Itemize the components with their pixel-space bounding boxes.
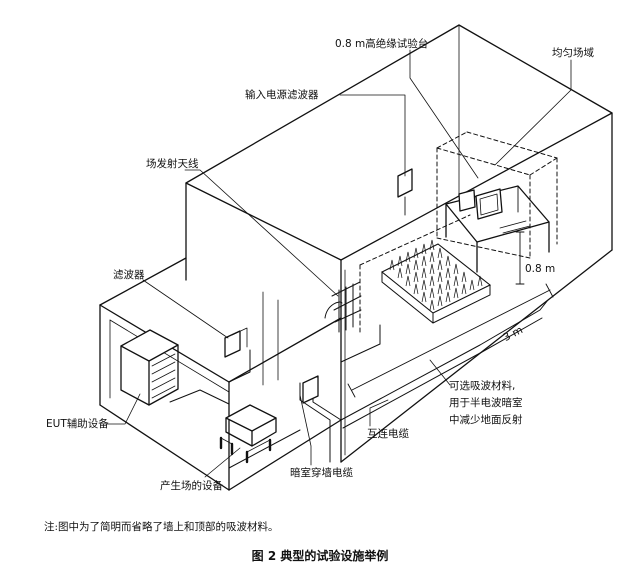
label-eut-auxiliary: EUT辅助设备 bbox=[46, 418, 109, 430]
leader-lines bbox=[105, 49, 572, 478]
label-height: 0.8 m bbox=[525, 263, 556, 275]
label-insulating-table: 0.8 m高绝缘试验台 bbox=[335, 38, 429, 50]
field-generator-equipment bbox=[219, 404, 277, 464]
label-field-antenna: 场发射天线 bbox=[146, 158, 199, 170]
anechoic-chamber bbox=[185, 24, 613, 463]
figure-note: 注:图中为了简明而省略了墙上和顶部的吸波材料。 bbox=[44, 521, 279, 533]
absorber-material bbox=[380, 239, 492, 324]
label-absorber-line-2: 用于半电波暗室 bbox=[449, 397, 523, 409]
input-power-filter bbox=[397, 168, 413, 216]
label-absorber-line-3: 中减少地面反射 bbox=[449, 414, 523, 426]
control-room bbox=[99, 257, 342, 491]
label-wall-cable: 暗室穿墙电缆 bbox=[290, 467, 353, 479]
label-filter: 滤波器 bbox=[113, 269, 145, 281]
label-uniform-field: 均匀场域 bbox=[552, 47, 594, 59]
label-field-generator: 产生场的设备 bbox=[160, 480, 223, 492]
distance-dimension bbox=[347, 283, 554, 398]
label-absorber-line-1: 可选吸波材料, bbox=[449, 380, 516, 392]
label-interconnect-cable: 互连电缆 bbox=[367, 428, 409, 440]
insulating-table bbox=[445, 185, 550, 273]
label-input-power-filter: 输入电源滤波器 bbox=[245, 89, 319, 101]
field-antenna bbox=[324, 281, 362, 333]
filter-boxes bbox=[224, 327, 319, 404]
height-dimension bbox=[515, 231, 525, 285]
figure-caption: 图 2 典型的试验设施举例 bbox=[251, 549, 389, 563]
eut-auxiliary-cabinet bbox=[120, 329, 179, 406]
uniform-field-region bbox=[359, 131, 558, 336]
